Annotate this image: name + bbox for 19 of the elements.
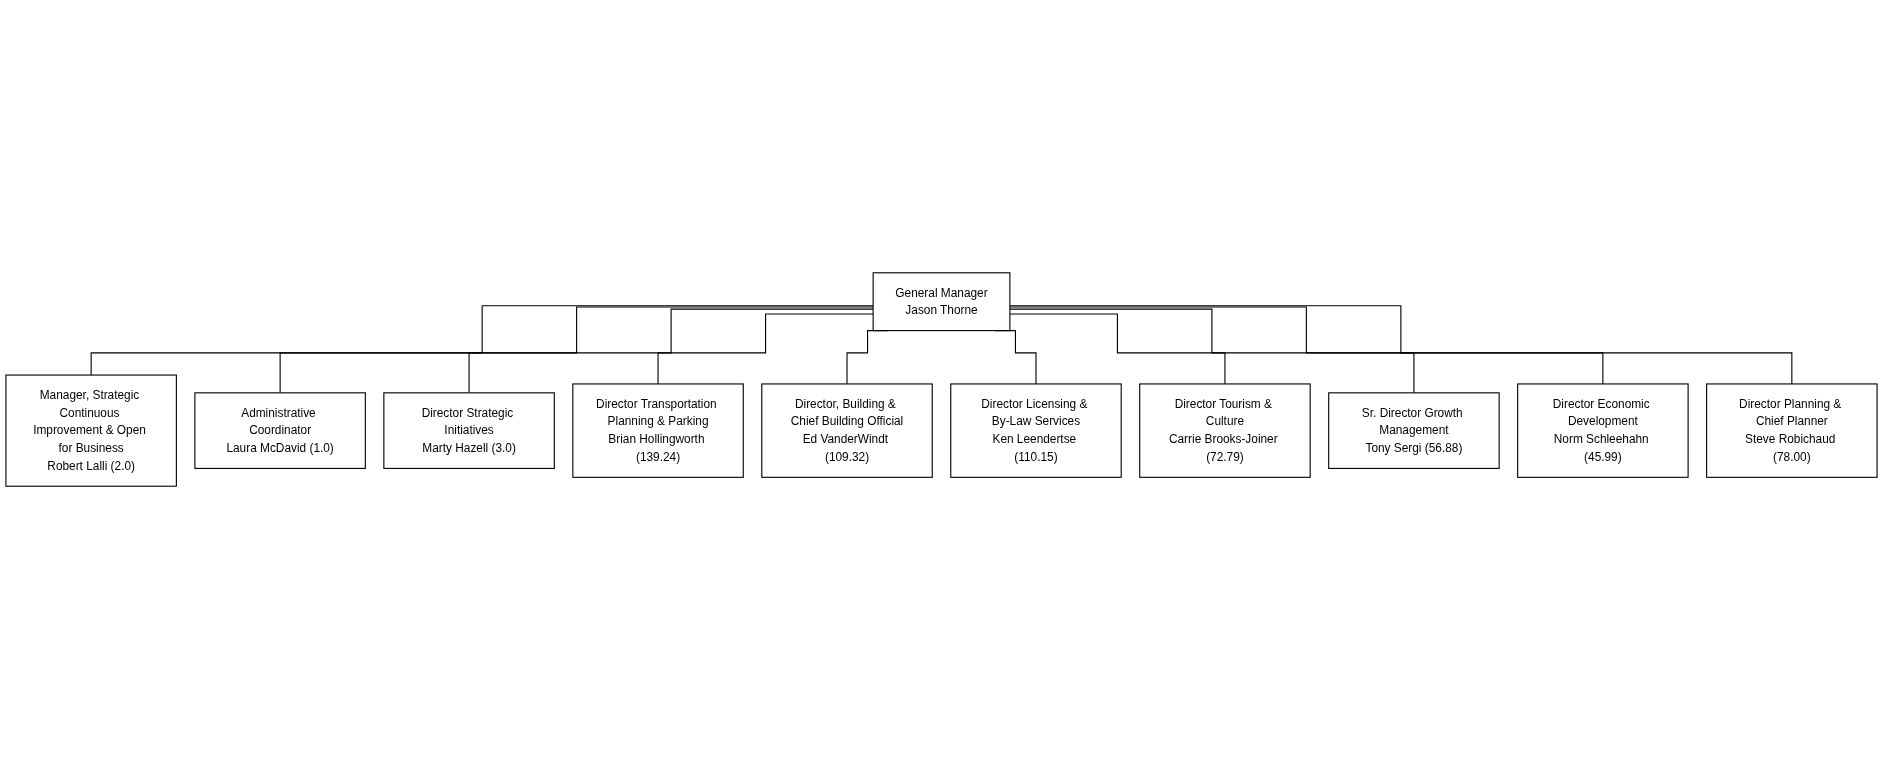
node-box: Administrative Coordinator Laura McDavid (1.0) bbox=[194, 392, 366, 469]
node-box: Director Tourism & Culture Carrie Brooks-Joiner (72.79) bbox=[1139, 383, 1311, 478]
connector bbox=[657, 313, 874, 385]
node-box: Director Planning & Chief Planner Steve Robichaud (78.00) bbox=[1706, 383, 1878, 478]
connector bbox=[279, 306, 874, 394]
connector bbox=[90, 305, 874, 376]
node-box: Director Transportation Planning & Parking Brian Hollingworth (139.24) bbox=[572, 383, 744, 478]
node-box: Director, Building & Chief Building Official Ed VanderWindt (109.32) bbox=[761, 383, 933, 478]
node-box: Director Economic Development Norm Schleehahn (45.99) bbox=[1517, 383, 1689, 478]
connector bbox=[1009, 306, 1604, 385]
connector bbox=[468, 308, 874, 394]
node-box: General Manager Jason Thorne bbox=[872, 272, 1011, 332]
connector bbox=[1009, 313, 1226, 385]
node-box: Sr. Director Growth Management Tony Sergi (56.88) bbox=[1328, 392, 1500, 469]
node-box: Director Licensing & By-Law Services Ken Leendertse (110.15) bbox=[950, 383, 1122, 478]
node-box: Manager, Strategic Continuous Improvement & Open for Business Robert Lalli (2.0) bbox=[5, 374, 177, 487]
connector bbox=[1009, 305, 1793, 385]
connector bbox=[1009, 308, 1415, 394]
node-box: Director Strategic Initiatives Marty Hazell (3.0) bbox=[383, 392, 555, 469]
